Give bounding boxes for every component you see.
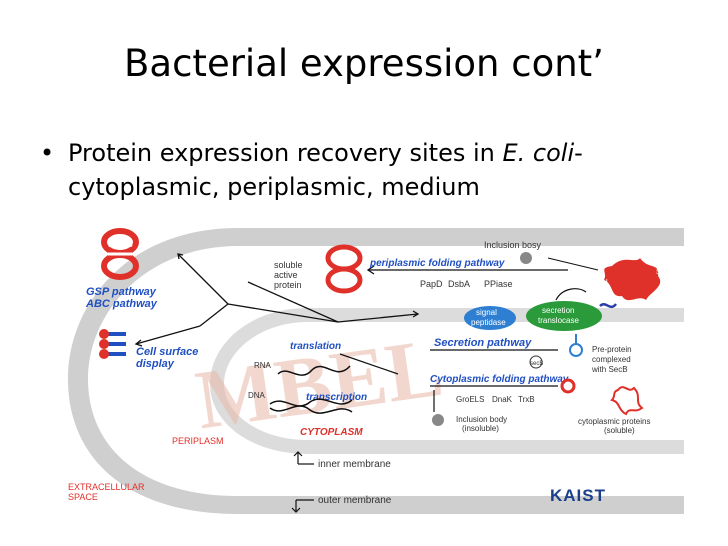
translation-label: translation — [290, 341, 341, 352]
inclusion-body-insoluble-label: Inclusion body — [456, 415, 507, 424]
groels-label: GroELS — [456, 395, 484, 404]
bullet-text-end: -cytoplasmic, periplasmic, medium — [68, 139, 583, 201]
inclusion-body-top-label: Inclusion bosy — [484, 240, 542, 250]
pre-protein-label: with SecB — [591, 365, 628, 374]
dnak-label: DnaK — [492, 395, 513, 404]
sh-label: SH — [598, 279, 608, 286]
protein-expression-diagram: MBEL S S GSP pathway ABC pathway Cell su… — [68, 228, 684, 514]
papd-label: PapD — [420, 279, 443, 289]
folding-protein-icon — [560, 378, 576, 394]
periplasmic-arrowhead — [366, 265, 375, 275]
signal-peptidase-label: signal — [476, 308, 497, 317]
secretion-branch-arrows — [134, 253, 420, 347]
periplasmic-folding-label: periplasmic folding pathway — [369, 258, 505, 269]
secretion-translocase-icon — [526, 301, 602, 331]
signal-peptidase-label: peptidase — [471, 318, 506, 327]
abc-pathway-label: ABC pathway — [85, 298, 158, 310]
bullet-text-italic: E. coli — [502, 139, 575, 167]
dna-strand — [269, 405, 353, 414]
gsp-pathway-label: GSP pathway — [86, 286, 157, 298]
rna-strand — [277, 365, 351, 376]
sh-label: SH — [656, 269, 666, 276]
inner-membrane — [210, 308, 684, 454]
cytoplasmic-proteins-label: (soluble) — [604, 426, 635, 435]
cytoplasmic-folding-label: Cytoplasmic folding pathway — [430, 374, 569, 385]
s-label: S — [108, 242, 113, 249]
soluble-active-protein-label: protein — [274, 280, 302, 290]
signal-peptidase-icon — [464, 306, 516, 330]
bullet-dot: • — [40, 139, 55, 167]
inclusion-body-insoluble-icon — [432, 414, 444, 426]
unfolded-protein-icon — [604, 258, 661, 301]
secb-icon — [569, 343, 583, 357]
secb-label: secB — [530, 361, 543, 367]
periplasm-label: PERIPLASM — [172, 436, 224, 446]
bullet-item: • Protein expression recovery sites in E… — [40, 136, 700, 204]
inclusion-body-icon — [520, 252, 532, 264]
inclusion-arrow — [547, 257, 599, 271]
dsba-label: DsbA — [448, 279, 470, 289]
dna-label: DNA — [248, 391, 266, 400]
secretion-translocase-label: translocase — [538, 316, 579, 325]
soluble-active-protein-label: soluble — [274, 260, 303, 270]
secretion-pathway-label: Secretion pathway — [434, 337, 532, 349]
secretion-translocase-label: secretion — [542, 306, 574, 315]
secreted-protein-icon: S S — [101, 228, 139, 280]
transcription-label: transcription — [306, 392, 367, 403]
cytoplasmic-protein-icon — [610, 386, 644, 416]
cell-surface-display-label: display — [136, 358, 175, 370]
inclusion-body-insoluble-label: (insoluble) — [462, 424, 499, 433]
extracellular-space-label: SPACE — [68, 492, 98, 502]
cytoplasm-label: CYTOPLASM — [300, 427, 363, 438]
outer-membrane-label: outer membrane — [318, 495, 392, 506]
outer-membrane-pointer-head — [291, 507, 301, 513]
s-label: S — [128, 242, 133, 249]
secb-small-icon — [529, 355, 543, 369]
extracellular-space-label: EXTRACELLULAR — [68, 482, 145, 492]
bullet-text: Protein expression recovery sites in E. … — [68, 136, 700, 204]
soluble-protein-icon — [325, 244, 363, 294]
rna-label: RNA — [254, 361, 272, 370]
pre-protein-label: Pre-protein — [592, 345, 632, 354]
soluble-active-protein-label: active — [274, 270, 298, 280]
inner-membrane-label: inner membrane — [318, 459, 391, 470]
ppiase-label: PPiase — [484, 279, 513, 289]
trxb-label: TrxB — [518, 395, 535, 404]
slide-title: Bacterial expression cont’ — [124, 42, 604, 85]
inner-membrane-pointer-head — [293, 451, 303, 457]
kaist-logo: KAIST — [550, 486, 606, 505]
outer-membrane — [68, 228, 684, 514]
translation-arrow — [339, 353, 399, 375]
cytoplasmic-proteins-label: cytoplasmic proteins — [578, 417, 650, 426]
translocase-arrow — [555, 288, 587, 301]
bullet-text-start: Protein expression recovery sites in — [68, 139, 503, 167]
pre-protein-label: complexed — [592, 355, 631, 364]
surface-anchor-icon — [99, 329, 126, 359]
dna-strand — [269, 398, 353, 407]
cell-surface-display-label: Cell surface — [136, 346, 198, 358]
signal-peptide-icon — [599, 303, 617, 309]
